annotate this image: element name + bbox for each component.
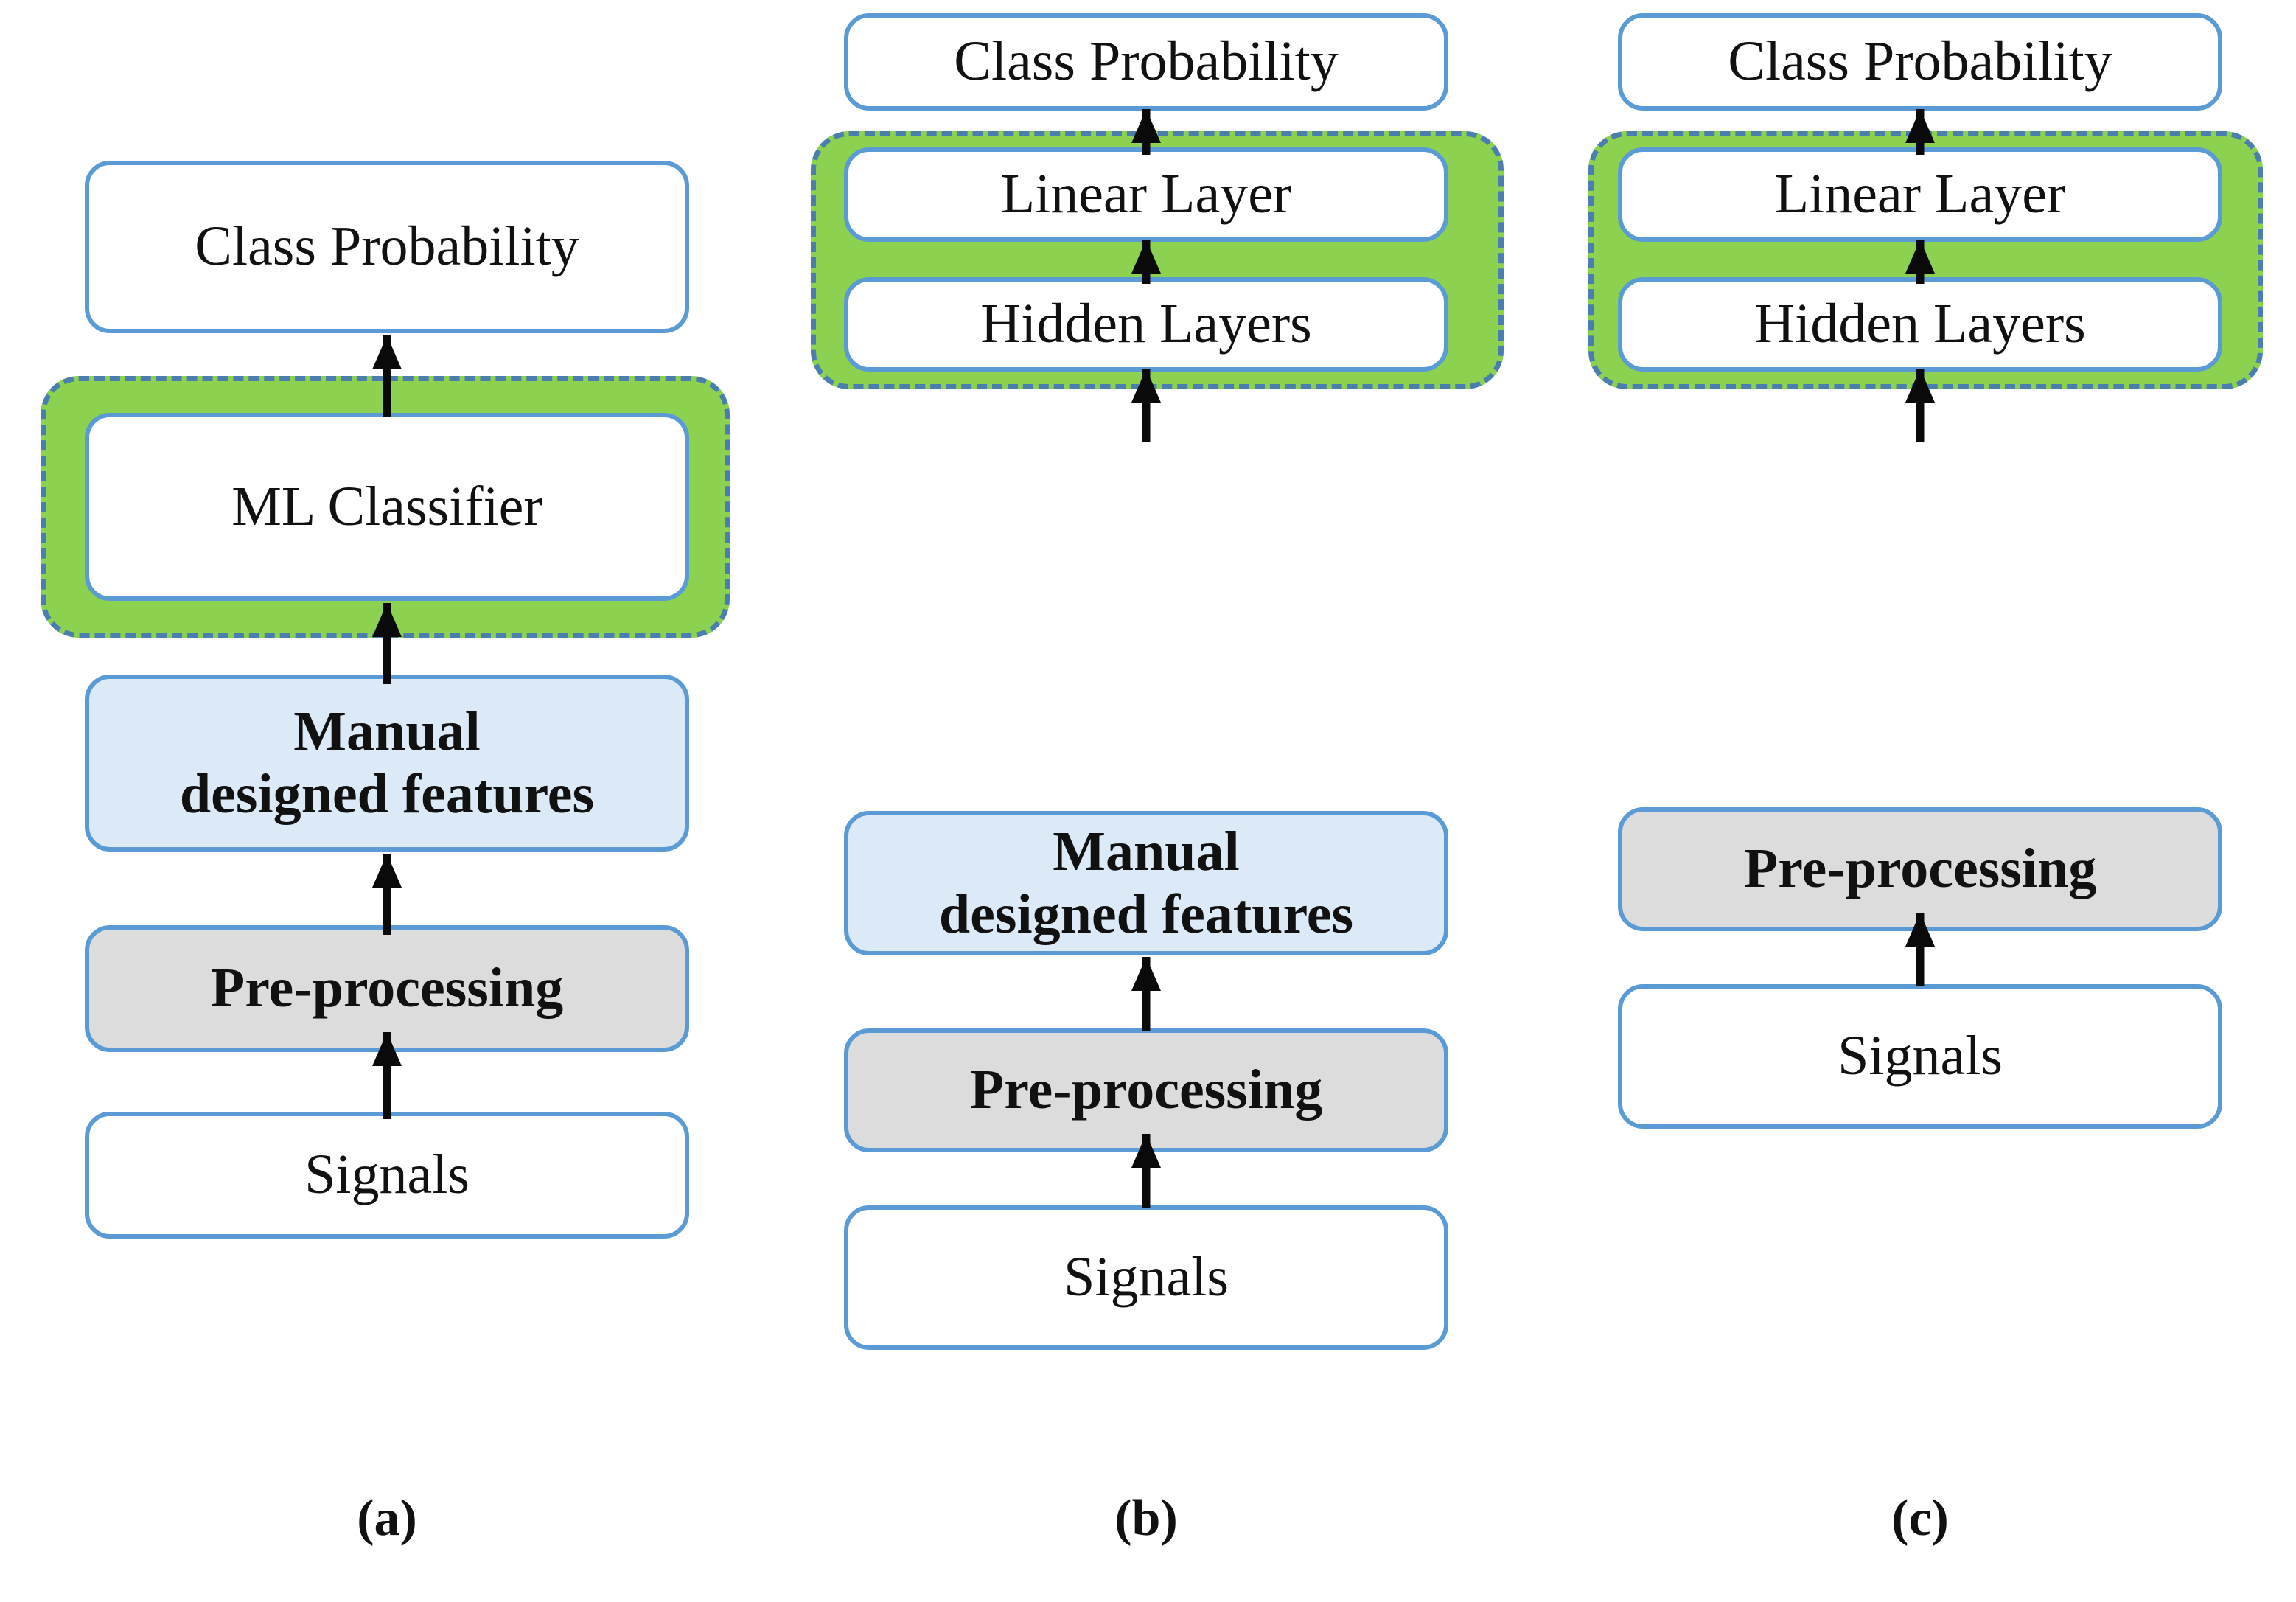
panel-b-manual-features-line1: Manual (1053, 820, 1240, 882)
panel-c-arrow-signals-to-preprocessing (1905, 913, 1935, 986)
panel-c-arrow-preprocessing-to-hidden-layers (1905, 369, 1935, 442)
panel-c-node-hidden-layers: Hidden Layers (1618, 277, 2222, 372)
panel-a-arrow-ml-classifier-to-class-probability (372, 335, 402, 417)
panel-a-manual-features-line2: designed features (179, 763, 595, 825)
panel-c-arrow-hidden-layers-to-linear-layer (1905, 240, 1935, 284)
panel-b-arrow-signals-to-preprocessing (1131, 1134, 1161, 1208)
panel-a-arrow-signals-to-preprocessing (372, 1032, 402, 1119)
panel-b-node-hidden-layers: Hidden Layers (844, 277, 1448, 372)
panel-b-node-preprocessing: Pre-processing (844, 1028, 1448, 1152)
panel-a-manual-features-line1: Manual (293, 700, 481, 762)
panel-b-node-manual-features: Manual designed features (844, 811, 1448, 955)
panel-c-arrow-linear-layer-to-class-probability (1905, 109, 1935, 155)
panel-a-node-ml-classifier: ML Classifier (85, 413, 689, 601)
panel-a-caption: (a) (357, 1490, 417, 1547)
panel-c-caption: (c) (1891, 1490, 1949, 1547)
panel-a-node-manual-features: Manual designed features (85, 675, 689, 852)
panel-a-arrow-manual-features-to-ml-classifier (372, 603, 402, 684)
panel-b-caption: (b) (1114, 1490, 1178, 1547)
panel-b-node-class-probability: Class Probability (844, 13, 1448, 111)
panel-a-node-signals: Signals (85, 1112, 689, 1239)
panel-b-arrow-hidden-layers-to-linear-layer (1131, 240, 1161, 284)
panel-c-node-signals: Signals (1618, 984, 2222, 1129)
panel-a-node-class-probability: Class Probability (85, 161, 689, 333)
panel-b-manual-features-line2: designed features (938, 883, 1354, 945)
panel-b-arrow-manual-features-to-hidden-layers (1131, 369, 1161, 442)
panel-b-node-signals: Signals (844, 1205, 1448, 1350)
panel-c-node-class-probability: Class Probability (1618, 13, 2222, 111)
panel-c-node-linear-layer: Linear Layer (1618, 147, 2222, 242)
panel-c-node-preprocessing: Pre-processing (1618, 807, 2222, 931)
panel-b-arrow-preprocessing-to-manual-features (1131, 957, 1161, 1031)
panel-a-node-preprocessing: Pre-processing (85, 925, 689, 1052)
panel-b-node-linear-layer: Linear Layer (844, 147, 1448, 242)
panel-a-arrow-preprocessing-to-manual-features (372, 854, 402, 935)
panel-b-arrow-linear-layer-to-class-probability (1131, 109, 1161, 155)
